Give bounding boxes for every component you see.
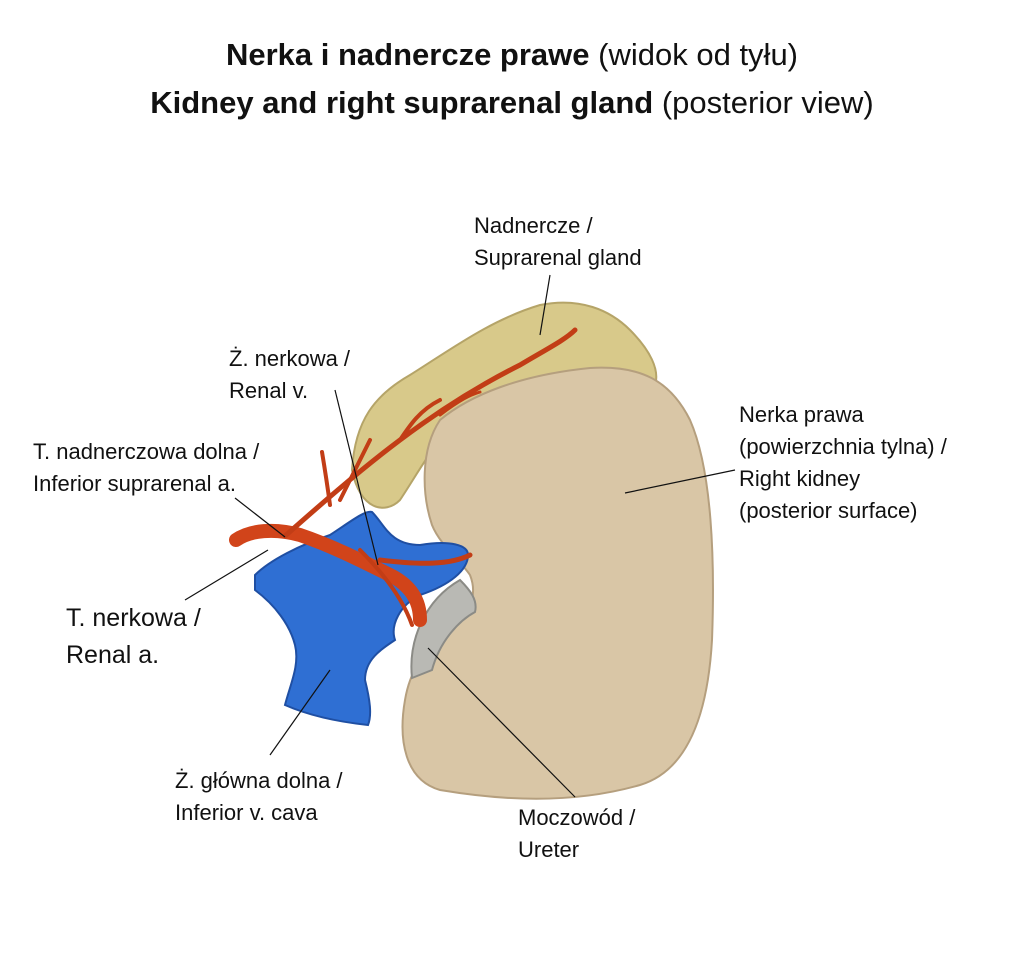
label-ivc-pl: Ż. główna dolna / — [175, 768, 343, 793]
label-renal-vein-en: Renal v. — [229, 378, 309, 403]
label-kidney-en-1: Right kidney — [739, 466, 861, 491]
kidney — [401, 366, 714, 800]
label-suprarenal-pl: Nadnercze / — [474, 213, 593, 238]
label-kidney: Nerka prawa (powierzchnia tylna) / Right… — [739, 399, 947, 527]
title-pl-bold: Nerka i nadnercze prawe — [225, 37, 590, 72]
title-line-1: Nerka i nadnercze prawe (widok od tyłu) — [0, 37, 1024, 73]
title-line-2: Kidney and right suprarenal gland (poste… — [0, 85, 1024, 121]
label-suprarenal-en: Suprarenal gland — [474, 245, 642, 270]
label-inferior-vena-cava: Ż. główna dolna / Inferior v. cava — [175, 765, 343, 829]
title-pl-normal: (widok od tyłu) — [598, 37, 799, 72]
leader-lines — [184, 274, 736, 798]
label-ureter: Moczowód / Ureter — [518, 802, 635, 866]
label-kidney-en-2: (posterior surface) — [739, 498, 918, 523]
label-inf-suprarenal-pl: T. nadnerczowa dolna / — [33, 439, 260, 464]
label-renal-artery: T. nerkowa / Renal a. — [66, 600, 201, 674]
label-renal-artery-pl: T. nerkowa / — [66, 604, 201, 632]
label-suprarenal: Nadnercze / Suprarenal gland — [474, 210, 642, 274]
label-renal-artery-en: Renal a. — [66, 641, 160, 669]
title-en-normal: (posterior view) — [661, 85, 874, 120]
label-inferior-suprarenal-artery: T. nadnerczowa dolna / Inferior supraren… — [33, 436, 259, 500]
label-kidney-pl-2: (powierzchnia tylna) / — [739, 434, 947, 459]
ureter — [410, 578, 477, 680]
label-ivc-en: Inferior v. cava — [175, 800, 318, 825]
renal-artery — [229, 523, 427, 627]
title-en-bold: Kidney and right suprarenal gland — [150, 85, 654, 120]
label-inf-suprarenal-en: Inferior suprarenal a. — [33, 471, 236, 496]
label-kidney-pl-1: Nerka prawa — [739, 402, 864, 427]
label-ureter-pl: Moczowód / — [518, 805, 636, 830]
label-renal-vein: Ż. nerkowa / Renal v. — [229, 343, 350, 407]
label-renal-vein-pl: Ż. nerkowa / — [229, 346, 351, 371]
label-ureter-en: Ureter — [518, 837, 580, 862]
